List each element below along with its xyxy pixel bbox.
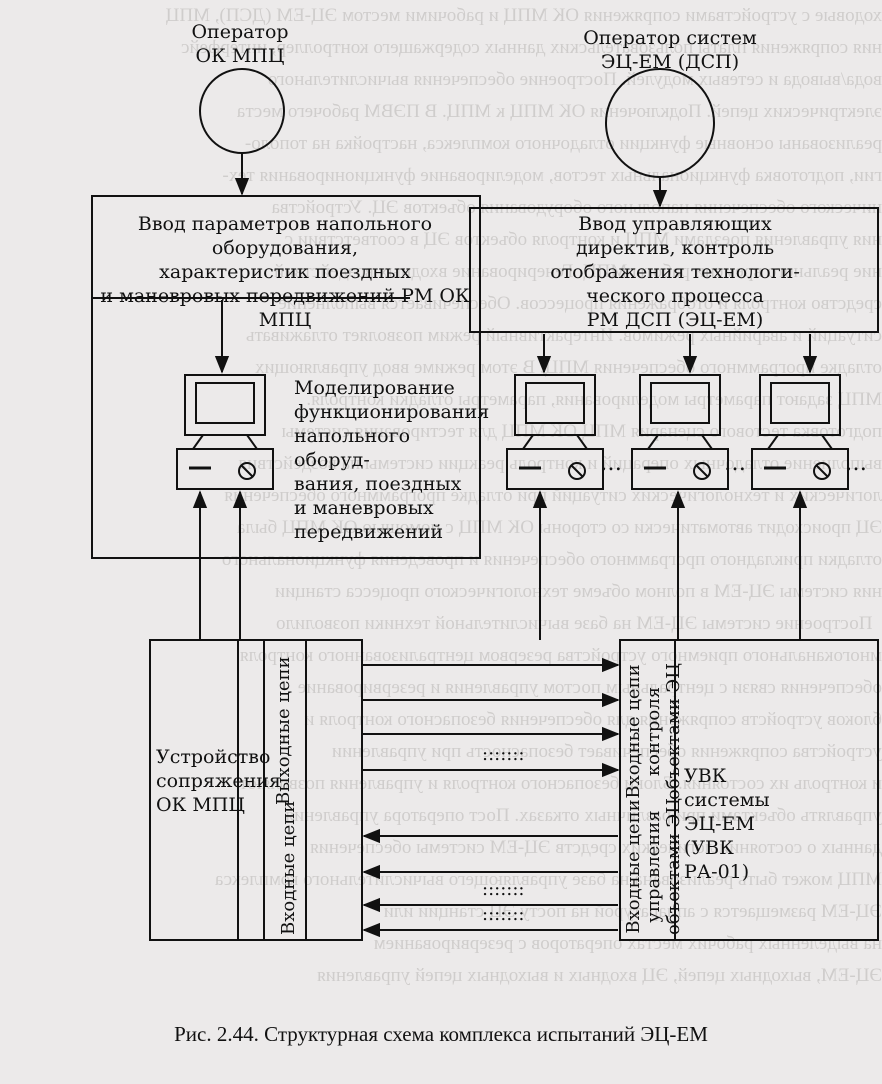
svg-text::::::::: ::::::: <box>482 879 524 900</box>
input-params-label: Ввод параметров напольного оборудования,… <box>100 213 470 331</box>
svg-text:…: … <box>724 451 746 476</box>
interface-device-label: Устройство сопряжения ОК МПЦ <box>156 746 281 816</box>
operator-mpc-label: Оператор ОК МПЦ <box>191 21 289 67</box>
pc-right-1-icon <box>505 373 605 491</box>
modeling-label: Моделирование функционирования напольног… <box>294 377 490 543</box>
input-directives-label: Ввод управляющих директив, контроль отоб… <box>550 213 800 331</box>
svg-text:…: … <box>845 451 867 476</box>
svg-text:…: … <box>600 451 622 476</box>
pc-right-2-icon <box>630 373 730 491</box>
control-output-circuits-label: Входные цепи управления объектами ЭЦ <box>623 798 684 935</box>
operator-ec-label: Оператор систем ЭЦ-ЕМ (ДСП) <box>583 27 757 73</box>
svg-text::::::::: ::::::: <box>482 904 524 925</box>
uvk-box <box>619 639 879 941</box>
operator-mpc-circle <box>199 68 285 154</box>
right-frame <box>469 207 879 333</box>
output-circuits-label: Выходные цепи <box>273 656 294 805</box>
input-circuits-label: Входные цепи <box>278 800 299 935</box>
left-frame <box>91 195 481 559</box>
pc-right-3-icon <box>750 373 850 491</box>
operator-ec-circle <box>605 68 715 178</box>
control-input-circuits-label: Входные цепи контроля объектами ЭЦ <box>623 663 684 800</box>
svg-text::::::::: ::::::: <box>482 744 524 765</box>
figure-caption: Рис. 2.44. Структурная схема комплекса и… <box>174 1022 708 1046</box>
uvk-label: УВК системы ЭЦ-ЕМ (УВК РА-01) <box>684 765 770 883</box>
pc-left-icon <box>175 373 275 491</box>
